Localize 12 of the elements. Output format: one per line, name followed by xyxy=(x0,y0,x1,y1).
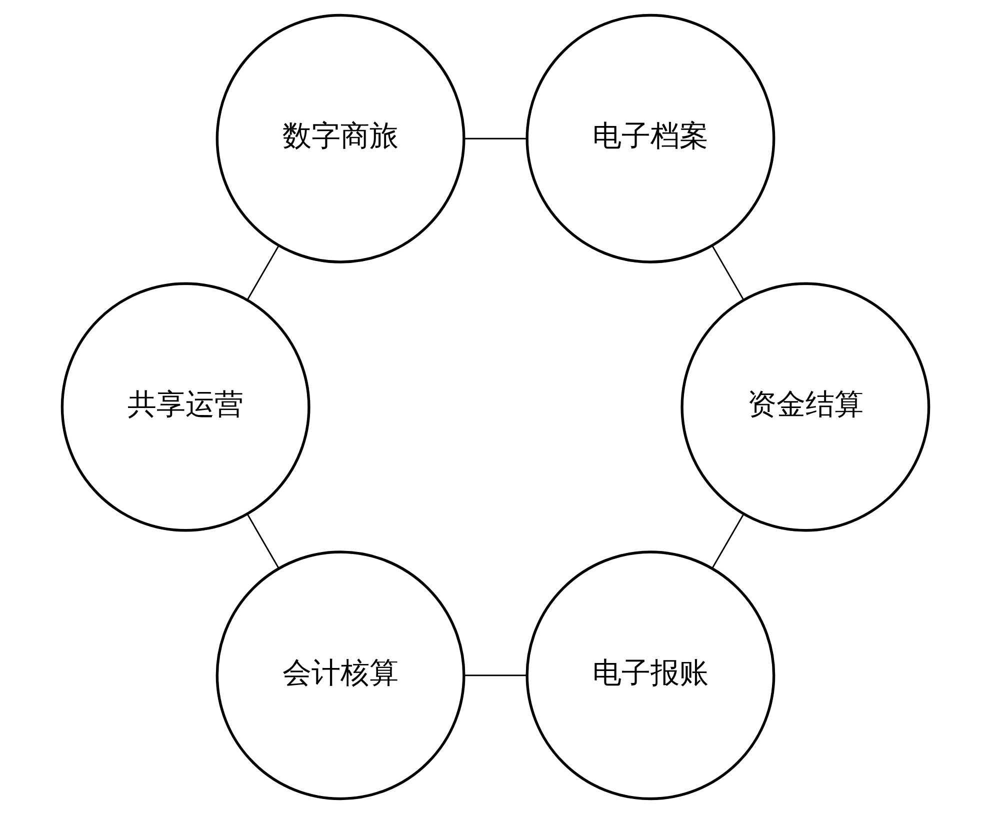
connector xyxy=(711,245,744,300)
connector xyxy=(246,514,279,569)
node-circle: 电子报账 xyxy=(525,550,775,800)
node-circle: 电子档案 xyxy=(525,14,775,264)
node-circle: 会计核算 xyxy=(215,550,465,800)
connector xyxy=(246,246,279,301)
connector xyxy=(464,674,527,676)
connector xyxy=(463,138,526,140)
node-circle: 共享运营 xyxy=(60,282,310,532)
node-circle: 数字商旅 xyxy=(215,14,465,264)
node-circle: 资金结算 xyxy=(680,282,930,532)
connector xyxy=(711,513,744,568)
